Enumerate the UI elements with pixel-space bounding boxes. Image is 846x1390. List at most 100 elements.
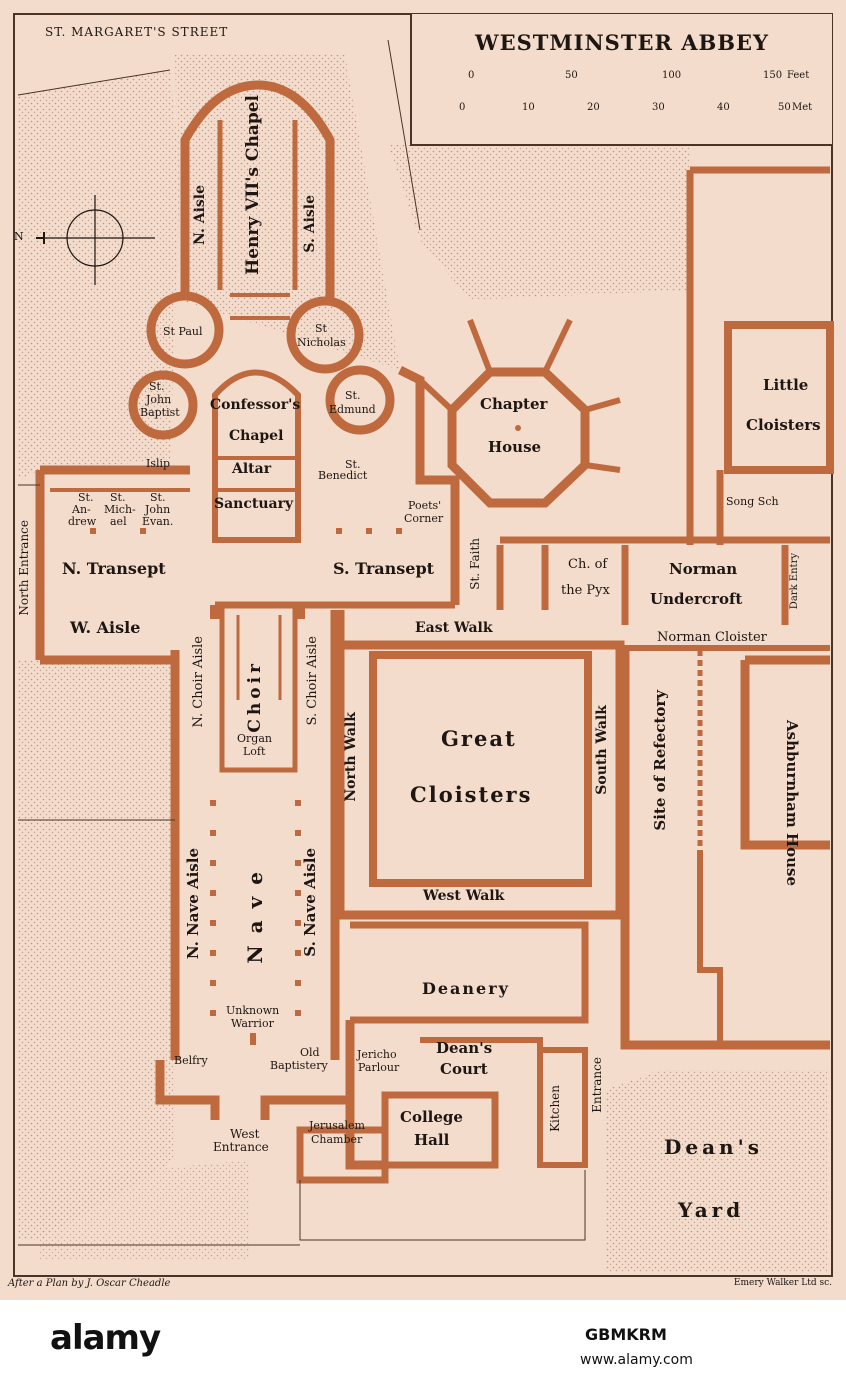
poets-corner-label-1: Poets' bbox=[408, 499, 442, 512]
st-paul-label: St Paul bbox=[163, 325, 203, 338]
st-john-baptist-label-1: St. bbox=[149, 380, 165, 393]
henry-vii-chapel-wall bbox=[180, 80, 335, 300]
organ-loft-label-2: Loft bbox=[243, 745, 266, 758]
stipple-west-lawn bbox=[18, 70, 180, 480]
old-baptistery-label-2: Baptistery bbox=[270, 1059, 328, 1072]
ashburnham-house-wall bbox=[740, 655, 830, 850]
s-transept-label: S. Transept bbox=[333, 559, 435, 578]
st-john-baptist-chapel-wall bbox=[128, 370, 198, 440]
street-label: ST. MARGARET'S STREET bbox=[45, 25, 229, 39]
great-cloisters-label-2: Cloisters bbox=[410, 782, 533, 807]
north-label: N bbox=[14, 230, 24, 243]
college-hall-label-1: College bbox=[400, 1108, 463, 1126]
jerusalem-chamber-label-2: Chamber bbox=[311, 1133, 363, 1146]
st-benedict-label-1: St. bbox=[345, 458, 361, 471]
n-transept-label: N. Transept bbox=[62, 559, 166, 578]
chapter-house-label-2: House bbox=[488, 438, 542, 456]
north-walk-label: North Walk bbox=[343, 712, 359, 802]
norman-undercroft-label-2: Undercroft bbox=[650, 590, 743, 608]
st-edmund-label-1: St. bbox=[345, 389, 361, 402]
st-john-evan-label-2: John bbox=[145, 503, 171, 516]
ch-of-pyx-label-2: the Pyx bbox=[561, 583, 610, 598]
map-title: WESTMINSTER ABBEY bbox=[475, 30, 769, 55]
deans-yard-label-2: Yard bbox=[678, 1198, 745, 1222]
norman-cloister-label: Norman Cloister bbox=[657, 630, 767, 645]
scale-feet-tick: 150 bbox=[763, 70, 783, 81]
scale-feet-tick: 0 bbox=[468, 70, 475, 81]
henry-vii-chapel-label: Henry VII's Chapel bbox=[243, 95, 263, 275]
scale-metres-tick: 20 bbox=[587, 102, 600, 113]
islip-label: Islip bbox=[146, 457, 171, 470]
w-aisle-label: W. Aisle bbox=[70, 618, 141, 637]
deans-court-label-1: Dean's bbox=[436, 1039, 493, 1057]
st-faith-label: St. Faith bbox=[468, 538, 482, 590]
st-john-baptist-label-3: Baptist bbox=[140, 406, 180, 419]
st-john-baptist-label-2: John bbox=[146, 393, 172, 406]
engraver-credit: Emery Walker Ltd sc. bbox=[733, 1278, 832, 1288]
st-andrew-label-2: An- bbox=[72, 503, 91, 516]
confessors-chapel-wall bbox=[212, 369, 301, 543]
east-walk-label: East Walk bbox=[415, 620, 493, 636]
old-baptistery-label-1: Old bbox=[300, 1046, 320, 1059]
scale-feet-tick: 50 bbox=[565, 70, 578, 81]
little-cloisters-wall bbox=[724, 321, 834, 474]
ashburnham-house-label: Ashburnham House bbox=[782, 720, 801, 886]
chapter-house-wall bbox=[447, 367, 590, 508]
n-choir-aisle-label: N. Choir Aisle bbox=[191, 636, 206, 728]
unknown-warrior-label-2: Warrior bbox=[231, 1017, 274, 1030]
scale-feet-tick: 100 bbox=[662, 70, 682, 81]
jerusalem-chamber-label-1: Jerusalem bbox=[309, 1119, 365, 1132]
st-nicholas-chapel-wall bbox=[286, 296, 364, 374]
abbey-map: WESTMINSTER ABBEY 0 50 100 150 Feet 0 10… bbox=[0, 0, 846, 1300]
stipple-sw-lawn bbox=[18, 660, 175, 1240]
song-sch-label: Song Sch bbox=[726, 495, 779, 508]
poets-corner-label-2: Corner bbox=[404, 512, 444, 525]
st-andrew-label-3: drew bbox=[68, 515, 97, 528]
west-walk-label: West Walk bbox=[423, 888, 505, 904]
confessors-chapel-label-2: Chapel bbox=[229, 428, 284, 444]
norman-undercroft-label-1: Norman bbox=[669, 560, 738, 578]
plan-credit: After a Plan by J. Oscar Cheadle bbox=[8, 1278, 171, 1289]
scale-metres-tick: 30 bbox=[652, 102, 665, 113]
st-andrew-label-1: St. bbox=[78, 491, 94, 504]
ch-of-pyx-label-1: Ch. of bbox=[568, 557, 608, 572]
jericho-parlour-label-1: Jericho bbox=[357, 1048, 397, 1061]
jericho-parlour-label-2: Parlour bbox=[358, 1061, 400, 1074]
cloister-outer bbox=[335, 610, 625, 920]
dark-entry-label: Dark Entry bbox=[789, 553, 800, 610]
confessors-chapel-label-1: Confessor's bbox=[210, 397, 301, 413]
scale-metres-tick: 10 bbox=[522, 102, 535, 113]
st-paul-chapel-wall bbox=[146, 291, 224, 369]
compass-icon bbox=[36, 195, 155, 285]
st-nicholas-label-1: St bbox=[315, 322, 327, 335]
s-choir-aisle-label: S. Choir Aisle bbox=[305, 636, 320, 726]
site-of-refectory-label: Site of Refectory bbox=[651, 690, 669, 831]
st-edmund-label-2: Edmund bbox=[329, 403, 376, 416]
stipple-deans-yard bbox=[605, 1070, 828, 1272]
st-benedict-label-2: Benedict bbox=[318, 469, 368, 482]
n-nave-aisle-label: N. Nave Aisle bbox=[184, 848, 202, 960]
st-michael-label-1: St. bbox=[110, 491, 126, 504]
little-cloisters-label-2: Cloisters bbox=[746, 416, 821, 434]
great-cloisters-label-1: Great bbox=[441, 726, 517, 751]
watermark-url: www.alamy.com bbox=[580, 1352, 693, 1368]
st-michael-label-3: ael bbox=[110, 515, 127, 528]
stipple-north-green bbox=[175, 55, 400, 370]
entrance-label: Entrance bbox=[590, 1057, 604, 1113]
alamy-logo: alamy bbox=[50, 1318, 161, 1358]
deans-court-label-2: Court bbox=[440, 1060, 488, 1078]
watermark-strip bbox=[0, 1300, 846, 1390]
plan-drawing bbox=[13, 13, 834, 1277]
st-john-evan-label-1: St. bbox=[150, 491, 166, 504]
scale-metres-tick: 40 bbox=[717, 102, 730, 113]
stipple-east-ground bbox=[388, 145, 690, 300]
deanery-wall bbox=[350, 921, 589, 1024]
unknown-warrior-label-1: Unknown bbox=[226, 1004, 280, 1017]
south-walk-label: South Walk bbox=[594, 705, 610, 795]
title-cartouche: WESTMINSTER ABBEY bbox=[410, 14, 832, 146]
organ-loft-label-1: Organ bbox=[237, 732, 272, 745]
great-cloisters-garth bbox=[369, 651, 592, 887]
n-aisle-label: N. Aisle bbox=[192, 185, 208, 245]
west-entrance-label-2: Entrance bbox=[213, 1140, 269, 1154]
scale-metres-tick: 0 bbox=[459, 102, 466, 113]
